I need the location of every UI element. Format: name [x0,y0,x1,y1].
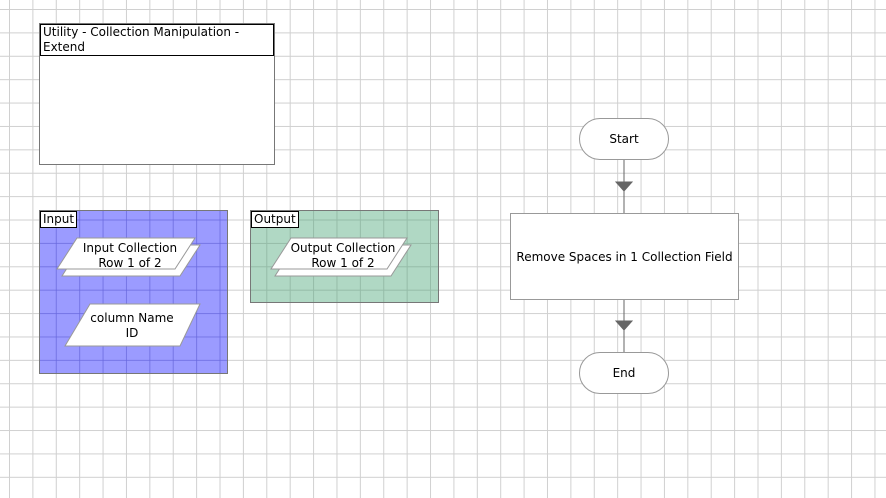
start-label: Start [609,132,639,146]
item-name: Output Collection [290,241,396,255]
page-title: Utility - Collection Manipulation - Exte… [40,24,274,56]
item-value: Row 1 of 2 [311,256,375,270]
item-name: Input Collection [82,241,178,255]
start-stage[interactable]: Start [579,118,669,160]
item-value: Row 1 of 2 [98,256,162,270]
page-description-box[interactable]: Utility - Collection Manipulation - Exte… [39,23,275,165]
column-name-item[interactable]: column Name ID [72,311,192,341]
input-collection-item[interactable]: Input Collection Row 1 of 2 [70,241,190,271]
end-stage[interactable]: End [579,352,669,394]
item-name: column Name [90,311,174,325]
process-label: Remove Spaces in 1 Collection Field [516,249,733,264]
input-region-label: Input [40,211,78,228]
item-value: ID [125,326,139,340]
process-stage[interactable]: Remove Spaces in 1 Collection Field [510,213,739,300]
end-label: End [612,366,636,380]
output-collection-item[interactable]: Output Collection Row 1 of 2 [283,241,403,271]
output-region-label: Output [251,211,299,228]
column-name-shape [64,303,201,347]
